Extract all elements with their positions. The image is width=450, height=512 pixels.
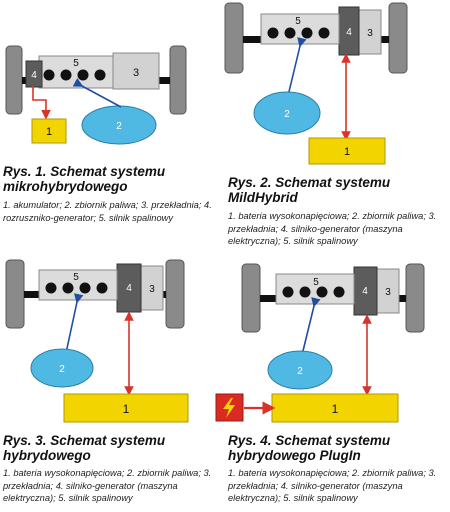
gearbox-label: 3 bbox=[385, 287, 391, 298]
engine-label: 5 bbox=[295, 16, 301, 27]
title-line-2: MildHybrid bbox=[228, 190, 298, 205]
battery-label: 1 bbox=[46, 126, 52, 138]
cylinder bbox=[284, 27, 296, 39]
cylinder bbox=[79, 282, 91, 294]
engine-label: 5 bbox=[73, 272, 79, 283]
title-line-2: hybrydowego bbox=[3, 448, 91, 463]
generator-box bbox=[25, 60, 43, 88]
tank-label: 2 bbox=[284, 109, 290, 120]
fuel-tank bbox=[267, 350, 333, 390]
fuel-tank bbox=[30, 348, 94, 388]
cylinder bbox=[299, 286, 311, 298]
engine-label: 5 bbox=[313, 277, 319, 288]
figure-4-legend: 1. bateria wysokonapięciowa; 2. zbiornik… bbox=[228, 468, 437, 503]
cylinder bbox=[94, 69, 106, 81]
battery-box bbox=[63, 393, 189, 423]
figure-1-title: Rys. 1. Schemat systemu mikrohybrydowego bbox=[3, 164, 165, 194]
fuel-tank bbox=[253, 91, 321, 135]
wheel-left bbox=[241, 263, 261, 333]
wheel-left bbox=[5, 259, 25, 329]
wheel-left bbox=[224, 2, 244, 74]
gearbox-label: 3 bbox=[133, 67, 139, 79]
figure-3-title: Rys. 3. Schemat systemu hybrydowego bbox=[3, 433, 165, 463]
electric-link bbox=[32, 86, 51, 120]
cylinder bbox=[316, 286, 328, 298]
title-line-1: Rys. 2. Schemat systemu bbox=[228, 175, 391, 190]
tank-label: 2 bbox=[116, 121, 122, 132]
figure-1-legend: 1. akumulator; 2. zbiornik paliwa; 3. pr… bbox=[3, 200, 212, 223]
title-line-2: mikrohybrydowego bbox=[3, 179, 128, 194]
cylinder bbox=[96, 282, 108, 294]
wheel-left bbox=[5, 45, 23, 115]
engine-label: 5 bbox=[73, 58, 79, 69]
title-line-1: Rys. 1. Schemat systemu bbox=[3, 164, 166, 179]
figure-1-diagram: 3 5 4 1 2 bbox=[0, 0, 225, 160]
figure-4-diagram: 3 4 5 2 1 bbox=[212, 255, 450, 430]
cylinder bbox=[62, 282, 74, 294]
fuel-link bbox=[65, 293, 84, 354]
cylinder bbox=[267, 27, 279, 39]
gearbox-label: 3 bbox=[367, 28, 373, 39]
generator-box bbox=[116, 263, 142, 313]
cylinder bbox=[60, 69, 72, 81]
wheel-right bbox=[388, 2, 408, 74]
generator-label: 4 bbox=[362, 286, 368, 297]
lightning-bolt-icon bbox=[223, 398, 235, 418]
battery-box bbox=[271, 393, 399, 423]
fuel-link bbox=[72, 77, 122, 108]
wheel-right bbox=[169, 45, 187, 115]
battery-label: 1 bbox=[123, 402, 130, 416]
gearbox-box bbox=[112, 52, 160, 90]
wheel-right bbox=[165, 259, 185, 329]
generator-label: 4 bbox=[346, 27, 352, 38]
figure-3-diagram: 3 4 5 2 1 bbox=[0, 255, 225, 430]
figure-2-title: Rys. 2. Schemat systemu MildHybrid bbox=[228, 175, 390, 205]
battery-box bbox=[31, 118, 67, 144]
battery-label: 1 bbox=[344, 146, 350, 158]
figure-4-title: Rys. 4. Schemat systemu hybrydowego Plug… bbox=[228, 433, 390, 463]
battery-box bbox=[308, 137, 386, 165]
cylinder bbox=[77, 69, 89, 81]
cylinder bbox=[282, 286, 294, 298]
fuel-link bbox=[301, 297, 321, 356]
title-line-1: Rys. 3. Schemat systemu bbox=[3, 433, 166, 448]
generator-label: 4 bbox=[126, 283, 132, 294]
cylinder bbox=[333, 286, 345, 298]
figure-2-diagram: 3 4 5 2 1 bbox=[224, 0, 450, 170]
fuel-link bbox=[286, 37, 307, 101]
figure-3-legend: 1. bateria wysokonapięciowa; 2. zbiornik… bbox=[3, 468, 212, 503]
tank-label: 2 bbox=[297, 366, 303, 377]
cylinder bbox=[45, 282, 57, 294]
title-line-1: Rys. 4. Schemat systemu bbox=[228, 433, 391, 448]
tank-label: 2 bbox=[59, 364, 65, 375]
gearbox-label: 3 bbox=[149, 284, 155, 295]
generator-label: 4 bbox=[31, 70, 37, 81]
figure-2-legend: 1. bateria wysokonapięciowa; 2. zbiornik… bbox=[228, 211, 437, 246]
cylinder bbox=[43, 69, 55, 81]
title-line-2: hybrydowego PlugIn bbox=[228, 448, 361, 463]
cylinder bbox=[318, 27, 330, 39]
gearbox-box bbox=[355, 9, 382, 55]
wheel-right bbox=[405, 263, 425, 333]
battery-label: 1 bbox=[332, 402, 339, 416]
cylinder bbox=[301, 27, 313, 39]
